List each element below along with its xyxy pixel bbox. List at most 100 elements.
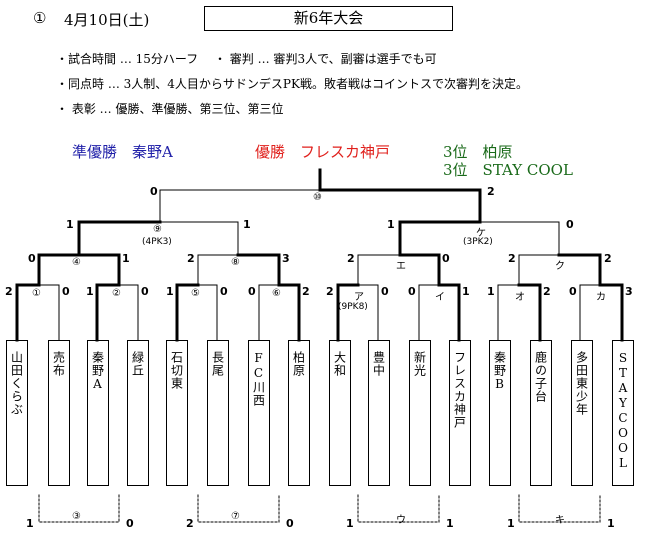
match-label: ⑥ (272, 288, 281, 299)
match-label: ⑨ (153, 224, 162, 235)
match-label: オ (515, 292, 525, 303)
score: 1 (487, 285, 495, 298)
team-box-7: FC川西 (248, 340, 270, 486)
team-name: 石切東 (169, 351, 184, 390)
team-box-9: 大和 (329, 340, 351, 486)
score: 0 (126, 517, 134, 530)
team-name: 柏原 (291, 351, 306, 377)
score: 1 (507, 517, 515, 530)
score: 1 (346, 517, 354, 530)
score: 1 (387, 218, 395, 231)
pk-note: (4PK3) (142, 237, 172, 247)
score: 0 (62, 285, 70, 298)
score: 2 (302, 285, 310, 298)
score: 1 (607, 517, 615, 530)
team-name: 緑丘 (130, 351, 145, 377)
score: 2 (5, 285, 13, 298)
score: 1 (66, 218, 74, 231)
score: 1 (122, 252, 130, 265)
match-label: ⑩ (313, 192, 322, 203)
score: 3 (282, 252, 290, 265)
match-label: エ (396, 261, 406, 272)
score: 0 (141, 285, 149, 298)
score: 2 (347, 252, 355, 265)
score: 2 (604, 252, 612, 265)
score: 2 (187, 252, 195, 265)
match-label: ⑧ (231, 257, 240, 268)
score: 1 (86, 285, 94, 298)
score: 2 (326, 285, 334, 298)
match-label: ⑤ (191, 288, 200, 299)
team-box-3: 秦野A (87, 340, 109, 486)
team-name: フレスカ神戸 (452, 351, 467, 429)
score: 1 (446, 517, 454, 530)
match-label: ⑦ (231, 511, 240, 522)
team-name: 豊中 (371, 351, 386, 377)
team-box-15: 多田東少年 (571, 340, 593, 486)
team-name: 長尾 (210, 351, 225, 377)
team-box-4: 緑丘 (127, 340, 149, 486)
score: 0 (248, 285, 256, 298)
team-box-14: 鹿の子台 (530, 340, 552, 486)
team-name: 山田くらぶ (9, 351, 24, 416)
score: 1 (166, 285, 174, 298)
third-place-1-label: 3位 柏原 (443, 143, 513, 161)
team-name: 売布 (51, 351, 66, 377)
team-box-16: STAYCOOL (612, 340, 634, 486)
match-label: ケ (476, 228, 486, 239)
match-label: カ (596, 292, 606, 303)
score: 1 (26, 517, 34, 530)
team-box-11: 新光 (409, 340, 431, 486)
team-box-13: 秦野B (489, 340, 511, 486)
score: 0 (220, 285, 228, 298)
match-label: ク (555, 261, 565, 272)
score: 0 (408, 285, 416, 298)
match-label: ア (354, 292, 364, 303)
score: 3 (625, 285, 633, 298)
score: 2 (543, 285, 551, 298)
match-label: ウ (396, 515, 406, 526)
score: 0 (286, 517, 294, 530)
team-name: 新光 (412, 351, 427, 377)
team-name: 大和 (332, 351, 347, 377)
match-label: ③ (72, 511, 81, 522)
third-place-2-label: 3位 STAY COOL (443, 161, 573, 179)
round-number: ① (33, 9, 47, 27)
team-box-10: 豊中 (368, 340, 390, 486)
match-label: ④ (72, 257, 81, 268)
score: 0 (566, 218, 574, 231)
team-name: 秦野B (492, 351, 507, 392)
team-box-6: 長尾 (207, 340, 229, 486)
team-name: 鹿の子台 (533, 351, 548, 403)
rule-line-1: ・試合時間 … 15分ハーフ ・ 審判 … 審判3人で、副審は選手でも可 (56, 52, 437, 66)
team-box-12: フレスカ神戸 (449, 340, 471, 486)
score: 2 (487, 185, 495, 198)
team-box-8: 柏原 (288, 340, 310, 486)
match-label: ② (112, 288, 121, 299)
pk-note: (9PK8) (338, 302, 368, 312)
match-label: イ (435, 292, 445, 303)
team-name: 秦野A (90, 351, 105, 392)
score: 0 (381, 285, 389, 298)
runner-up-label: 準優勝 秦野A (72, 143, 173, 161)
match-date: 4月10日(土) (64, 11, 150, 29)
score: 0 (150, 185, 158, 198)
team-box-5: 石切東 (166, 340, 188, 486)
score: 2 (186, 517, 194, 530)
winner-label: 優勝 フレスカ神戸 (255, 143, 391, 161)
team-box-2: 売布 (48, 340, 70, 486)
tournament-title: 新6年大会 (204, 6, 453, 31)
rule-line-3: ・ 表彰 … 優勝、準優勝、第三位、第三位 (56, 102, 284, 116)
team-name: FC川西 (251, 351, 266, 407)
team-name: 多田東少年 (574, 351, 589, 416)
score: 2 (508, 252, 516, 265)
score: 0 (28, 252, 36, 265)
score: 0 (569, 285, 577, 298)
rule-line-2: ・同点時 … 3人制、4人目からサドンデスPK戦。敗者戦はコイントスで次審判を決… (56, 77, 528, 91)
match-label: キ (555, 515, 565, 526)
score: 1 (462, 285, 470, 298)
pk-note: (3PK2) (463, 237, 493, 247)
score: 1 (243, 218, 251, 231)
score: 0 (442, 252, 450, 265)
